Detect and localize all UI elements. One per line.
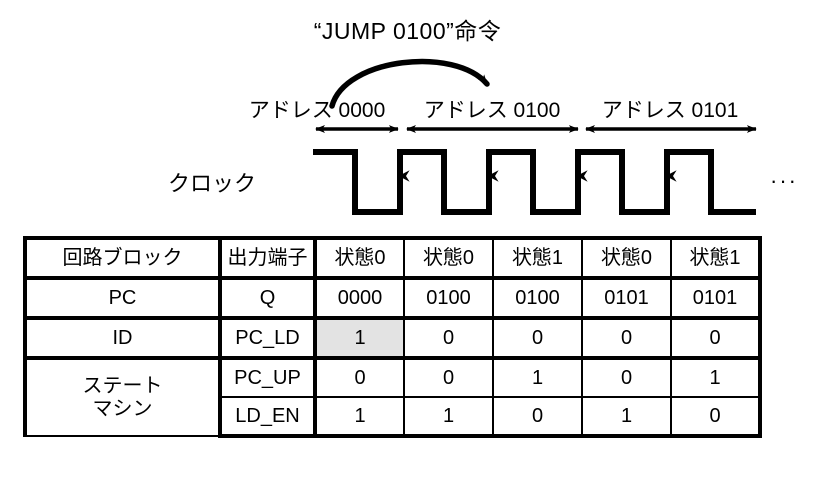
row-terminal-q: Q: [219, 277, 317, 319]
cell-pc-up-2: 1: [492, 356, 583, 398]
cell-pc-q-1: 0100: [403, 277, 494, 319]
cell-ld-en-3: 1: [581, 396, 672, 438]
clock-continuation-ellipsis: ···: [770, 168, 798, 193]
cell-pc-q-2: 0100: [492, 277, 583, 319]
cell-ld-en-2: 0: [492, 396, 583, 438]
header-state-1: 状態0: [403, 236, 494, 280]
header-circuit-block: 回路ブロック: [23, 236, 222, 280]
cell-pc-ld-0: 1: [314, 316, 405, 359]
cell-pc-ld-3: 0: [581, 316, 672, 359]
row-block-state-machine: ステート マシン: [23, 356, 222, 437]
cell-pc-up-4: 1: [670, 356, 762, 398]
table-row-pc-up: ステート マシン PC_UP 0 0 1 0 1: [23, 356, 762, 437]
header-state-4: 状態1: [670, 236, 762, 280]
cell-pc-up-1: 0: [403, 356, 494, 398]
cell-pc-ld-1: 0: [403, 316, 494, 359]
header-state-0: 状態0: [314, 236, 405, 280]
header-state-2: 状態1: [492, 236, 583, 280]
row-terminal-pc-ld: PC_LD: [219, 316, 317, 359]
row-block-pc: PC: [23, 277, 222, 319]
state-machine-label-line1: ステート: [82, 374, 163, 397]
clock-signal-label: クロック: [168, 171, 257, 196]
address-label-0100: アドレス 0100: [423, 99, 561, 122]
cell-pc-up-0: 0: [314, 356, 405, 398]
cell-pc-ld-2: 0: [492, 316, 583, 359]
cell-ld-en-1: 1: [403, 396, 494, 438]
row-block-id: ID: [23, 316, 222, 359]
state-machine-label-line2: マシン: [92, 397, 153, 420]
cell-ld-en-0: 1: [314, 396, 405, 438]
clock-waveform: [313, 149, 756, 215]
page-title: “JUMP 0100”命令: [313, 18, 502, 44]
row-terminal-pc-up: PC_UP: [219, 356, 317, 398]
cell-pc-q-0: 0000: [314, 277, 405, 319]
row-terminal-ld-en: LD_EN: [219, 396, 317, 438]
signal-state-table: 回路ブロック 出力端子 状態0 状態0 状態1 状態0 状態1 PC Q 000…: [23, 236, 762, 438]
table-header-row: 回路ブロック 出力端子 状態0 状態0 状態1 状態0 状態1: [23, 236, 762, 280]
header-state-3: 状態0: [581, 236, 672, 280]
cell-pc-up-3: 0: [581, 356, 672, 398]
cell-pc-q-3: 0101: [581, 277, 672, 319]
cell-pc-q-4: 0101: [670, 277, 762, 319]
address-label-0101: アドレス 0101: [601, 99, 739, 122]
header-output-terminal: 出力端子: [219, 236, 317, 280]
table-row-pc: PC Q 0000 0100 0100 0101 0101: [23, 277, 762, 319]
table-row-ld-en: LD_EN 1 1 0 1 0: [25, 396, 762, 438]
rising-edge-markers: [397, 170, 677, 212]
address-label-0000: アドレス 0000: [248, 99, 386, 122]
table-row-id: ID PC_LD 1 0 0 0 0: [23, 316, 762, 359]
cell-pc-ld-4: 0: [670, 316, 762, 359]
cell-ld-en-4: 0: [670, 396, 762, 438]
